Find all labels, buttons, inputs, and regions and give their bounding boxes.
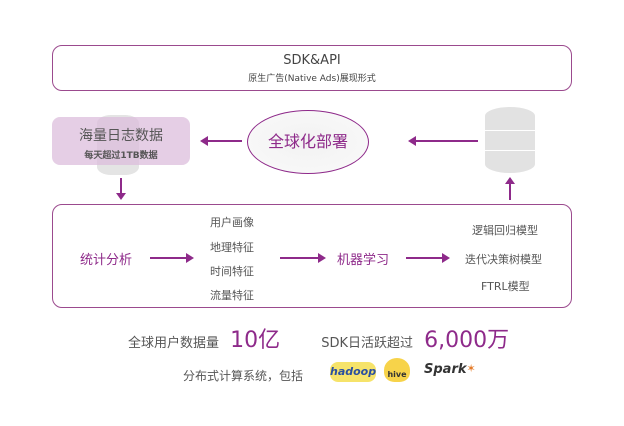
sdk-api-box: SDK&API 原生广告(Native Ads)展现形式 (52, 45, 572, 91)
global-label: 全球化部署 (267, 132, 348, 151)
globe-ellipse: 全球化部署 (247, 110, 369, 174)
users-label: 全球用户数据量 (128, 336, 220, 351)
model-item: 逻辑回归模型 (472, 224, 538, 237)
ml-label: 机器学习 (337, 253, 390, 268)
arrow-left-1 (206, 140, 242, 142)
feature-item: 用户画像 (210, 216, 254, 229)
stats-row: 全球用户数据量 10亿 SDK日活跃超过 6,000万 (128, 322, 509, 354)
arrow-left-2 (414, 140, 478, 142)
stats-analysis-label: 统计分析 (80, 253, 133, 268)
spark-logo: Spark✶ (424, 362, 476, 377)
feature-item: 时间特征 (210, 265, 254, 278)
arrow-down (120, 178, 122, 196)
feature-item: 流量特征 (210, 289, 254, 302)
sdk-subtitle: 原生广告(Native Ads)展现形式 (248, 74, 376, 84)
model-item: 迭代决策树模型 (465, 253, 542, 266)
users-value: 10亿 (230, 328, 281, 353)
hadoop-logo: hadoop (330, 362, 376, 382)
logs-subtitle: 每天超过1TB数据 (84, 151, 158, 161)
sdk-title: SDK&API (283, 53, 341, 68)
database-icon-right (485, 107, 535, 173)
tech-label: 分布式计算系统，包括 (183, 369, 304, 383)
logs-title: 海量日志数据 (79, 128, 163, 144)
feature-item: 地理特征 (210, 241, 254, 254)
dau-value: 6,000万 (424, 328, 510, 353)
pipeline-box (52, 204, 572, 308)
logs-box: 海量日志数据 每天超过1TB数据 (52, 117, 190, 165)
hive-logo: hive (384, 358, 410, 382)
model-item: FTRL模型 (481, 280, 530, 293)
arrow-up (509, 183, 511, 200)
dau-label: SDK日活跃超过 (321, 336, 413, 351)
